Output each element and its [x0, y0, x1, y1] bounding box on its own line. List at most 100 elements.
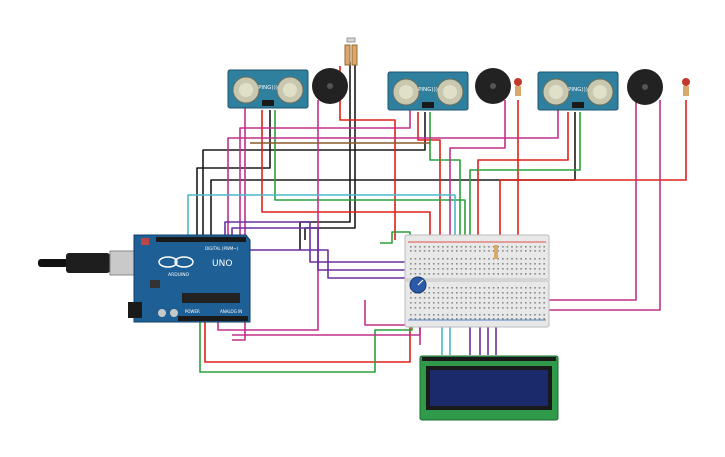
breadboard-hole	[479, 258, 481, 260]
breadboard-hole	[451, 302, 453, 304]
breadboard-hole	[529, 302, 532, 304]
breadboard-hole	[479, 318, 481, 320]
breadboard-hole	[414, 318, 417, 320]
breadboard-hole	[469, 314, 472, 316]
wire-magenta	[239, 100, 411, 235]
breadboard-hole	[423, 246, 426, 248]
breadboard-hole	[492, 307, 495, 309]
breadboard-hole	[534, 250, 536, 252]
breadboard-hole	[451, 246, 453, 248]
breadboard-hole	[488, 318, 490, 320]
breadboard-hole	[529, 258, 532, 260]
breadboard-hole	[511, 263, 513, 265]
breadboard-hole	[497, 246, 499, 248]
breadboard-hole	[488, 307, 490, 309]
breadboard-hole	[428, 307, 430, 309]
breadboard-hole	[442, 287, 444, 289]
breadboard-hole	[456, 307, 458, 309]
breadboard-hole	[492, 297, 495, 299]
breadboard-hole	[414, 307, 417, 309]
breadboard-hole	[479, 246, 481, 248]
breadboard-hole	[456, 258, 458, 260]
digital-header-label: DIGITAL (PWM~)	[205, 246, 239, 251]
breadboard-hole	[437, 246, 440, 248]
breadboard-hole	[492, 273, 495, 275]
breadboard-hole	[525, 297, 527, 299]
breadboard-hole	[506, 292, 509, 294]
wire-cyan	[187, 194, 456, 240]
ultrasonic-sensor-2: PING)))	[387, 71, 469, 111]
wire-red	[517, 100, 521, 246]
breadboard-hole	[538, 268, 541, 270]
wire-red	[204, 320, 411, 363]
breadboard-hole	[515, 258, 518, 260]
breadboard-hole	[460, 250, 463, 252]
breadboard-hole	[469, 292, 472, 294]
breadboard-hole	[520, 250, 522, 252]
breadboard-hole	[469, 246, 472, 248]
breadboard-hole	[502, 292, 504, 294]
breadboard-hole	[428, 297, 430, 299]
breadboard-hole	[446, 258, 449, 260]
breadboard-hole	[428, 292, 430, 294]
buzzer-1	[312, 68, 348, 104]
breadboard-hole	[525, 292, 527, 294]
breadboard-hole	[446, 297, 449, 299]
breadboard-hole	[520, 268, 522, 270]
breadboard-hole	[534, 263, 536, 265]
resistor-pair	[344, 37, 358, 66]
breadboard-hole	[525, 287, 527, 289]
breadboard-hole	[534, 292, 536, 294]
breadboard-hole	[488, 292, 490, 294]
breadboard-hole	[492, 302, 495, 304]
breadboard-hole	[543, 297, 545, 299]
breadboard-hole	[474, 292, 476, 294]
breadboard-hole	[419, 246, 421, 248]
breadboard-hole	[479, 287, 481, 289]
breadboard-hole	[506, 258, 509, 260]
breadboard-hole	[525, 250, 527, 252]
breadboard-hole	[525, 314, 527, 316]
breadboard-hole	[469, 263, 472, 265]
breadboard-hole	[525, 302, 527, 304]
breadboard-hole	[515, 302, 518, 304]
breadboard-hole	[543, 273, 545, 275]
wire-green	[274, 110, 466, 240]
breadboard-hole	[446, 246, 449, 248]
breadboard-hole	[497, 273, 499, 275]
breadboard-hole	[488, 250, 490, 252]
sensor-label: PING)))	[418, 87, 438, 93]
breadboard-hole	[428, 273, 430, 275]
breadboard-hole	[502, 314, 504, 316]
breadboard-hole	[423, 302, 426, 304]
breadboard-hole	[437, 297, 440, 299]
breadboard-hole	[511, 258, 513, 260]
breadboard-hole	[502, 273, 504, 275]
breadboard-hole	[410, 273, 412, 275]
breadboard-hole	[529, 318, 532, 320]
breadboard-hole	[419, 318, 421, 320]
breadboard-hole	[456, 297, 458, 299]
breadboard-hole	[511, 318, 513, 320]
breadboard-hole	[442, 292, 444, 294]
arduino-model: UNO	[212, 259, 232, 269]
breadboard-hole	[465, 268, 467, 270]
wire-magenta	[540, 100, 637, 301]
breadboard-hole	[419, 273, 421, 275]
breadboard-hole	[456, 314, 458, 316]
breadboard-hole	[497, 287, 499, 289]
breadboard-hole	[506, 246, 509, 248]
breadboard-hole	[479, 250, 481, 252]
breadboard-hole	[511, 292, 513, 294]
breadboard-hole	[465, 297, 467, 299]
breadboard-hole	[525, 258, 527, 260]
breadboard-hole	[465, 307, 467, 309]
breadboard-hole	[469, 273, 472, 275]
breadboard-hole	[502, 302, 504, 304]
breadboard-hole	[538, 258, 541, 260]
wire-red	[261, 110, 431, 240]
breadboard-hole	[414, 246, 417, 248]
breadboard-hole	[538, 307, 541, 309]
breadboard-hole	[446, 318, 449, 320]
breadboard-hole	[506, 273, 509, 275]
